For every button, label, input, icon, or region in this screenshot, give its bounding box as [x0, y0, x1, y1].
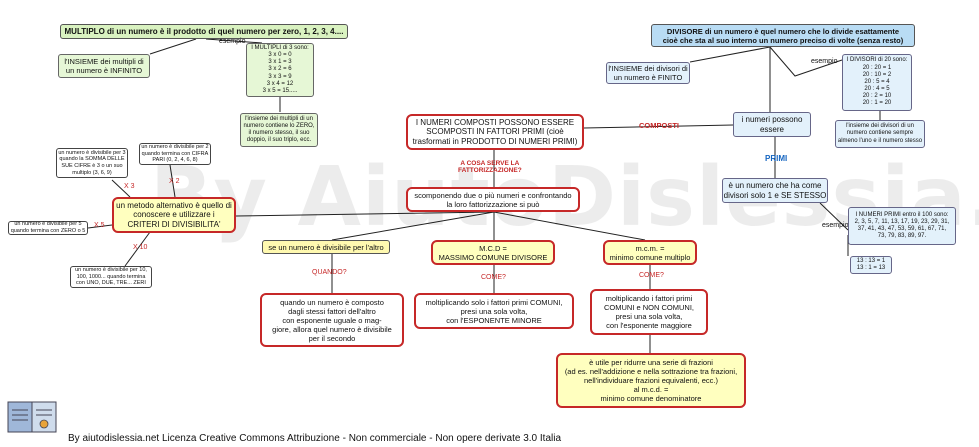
insieme-multipli: l'INSIEME dei multipli di un numero è IN…: [58, 54, 150, 78]
come-label-mcm: COME?: [639, 272, 664, 279]
primo-definition: è un numero che ha come divisori solo 1 …: [722, 178, 828, 203]
divisibile-per-altro: se un numero è divisibile per l'altro: [262, 240, 390, 254]
frazioni-note: è utile per ridurre una serie di frazion…: [556, 353, 746, 408]
primi-label: PRIMI: [765, 154, 788, 163]
mcd-text: moltiplicando solo i fattori primi COMUN…: [414, 293, 574, 329]
multipli-di-3: I MULTIPLI di 3 sono: 3 x 0 = 0 3 x 1 = …: [246, 43, 314, 97]
divisore-definition: DIVISORE di un numero è quel numero che …: [651, 24, 915, 47]
criterio-div-3: un numero è divisibile per 3 quando la S…: [56, 148, 128, 178]
label-x5: X 5: [94, 222, 105, 229]
quando-text: quando un numero è composto dagli stessi…: [260, 293, 404, 347]
come-label-mcd: COME?: [481, 274, 506, 281]
mcm-box: m.c.m. = minimo comune multiplo: [603, 240, 697, 265]
composti-scomposti: I NUMERI COMPOSTI POSSONO ESSERE SCOMPOS…: [406, 114, 584, 150]
divisori-di-20: I DIVISORI di 20 sono: 20 : 20 = 1 20 : …: [842, 54, 912, 111]
mcm-text: moltiplicando i fattori primi COMUNI e N…: [590, 289, 708, 335]
criterio-div-2: un numero è divisibile per 2 quando term…: [139, 143, 211, 165]
scomponendo: scomponendo due o più numeri e confronta…: [406, 187, 580, 212]
esempio-label-left: esempio: [219, 38, 246, 45]
multiplo-definition: MULTIPLO di un numero è il prodotto di q…: [60, 24, 348, 39]
book-logo-icon: [7, 401, 57, 433]
esempio-label-primi: esempio: [822, 222, 849, 229]
mcd-box: M.C.D = MASSIMO COMUNE DIVISORE: [431, 240, 555, 265]
divisori-13: 13 : 13 = 1 13 : 1 = 13: [850, 256, 892, 274]
criterio-div-5: un numero è divisibile per 5 quando term…: [8, 221, 88, 235]
numeri-possono-essere: i numeri possono essere: [733, 112, 811, 137]
criteri-divisibilita: un metodo alternativo è quello di conosc…: [112, 197, 236, 233]
label-x3: X 3: [124, 183, 135, 190]
insieme-divisori: l'INSIEME dei divisori di un numero è FI…: [606, 62, 690, 84]
composti-label: COMPOSTI: [639, 121, 680, 130]
esempio-label-right: esempio: [811, 58, 838, 65]
label-x2: X 2: [169, 178, 180, 185]
divisori-note: l'insieme dei divisori di un numero cont…: [835, 120, 925, 148]
criterio-div-10: un numero è divisibile per 10, 100, 1000…: [70, 266, 152, 288]
multipli-note: l'insieme dei multipli di un numero cont…: [240, 113, 318, 147]
quando-label: QUANDO?: [312, 269, 347, 276]
a-cosa-serve-label: A COSA SERVE LA FATTORIZZAZIONE?: [458, 160, 522, 175]
label-x10: X 10: [133, 244, 148, 251]
license-footer: By aiutodislessia.net Licenza Creative C…: [68, 433, 562, 444]
primi-list: I NUMERI PRIMI entro il 100 sono: 2, 3, …: [848, 207, 956, 245]
